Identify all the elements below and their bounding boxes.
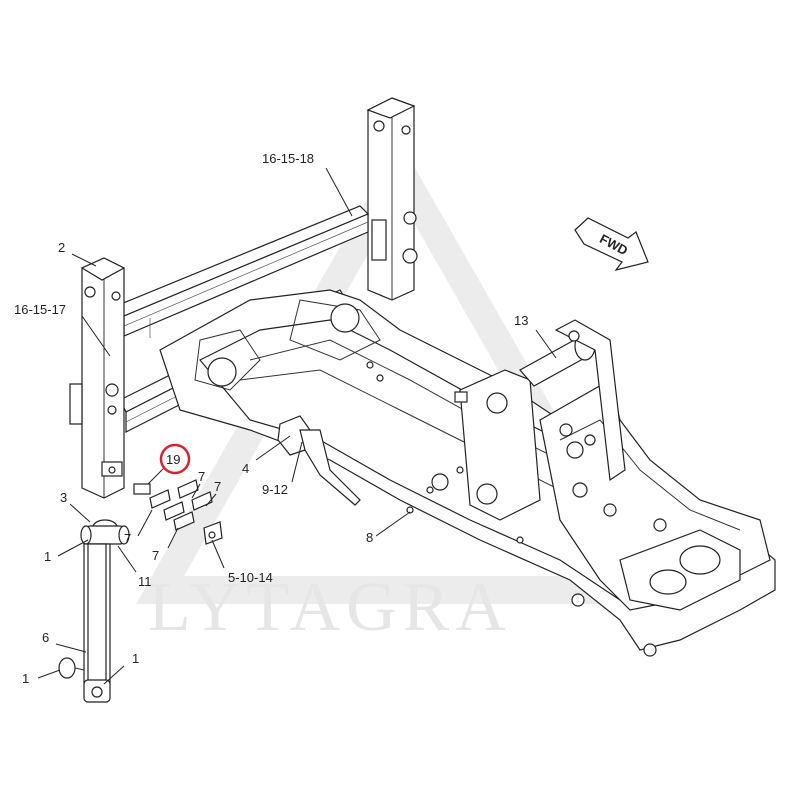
- callout-7-a: 7: [198, 469, 205, 484]
- callout-9-12: 9-12: [262, 482, 288, 497]
- highlight-ring-19: [159, 443, 191, 475]
- callout-6: 6: [42, 630, 49, 645]
- center-bracket: [431, 319, 626, 521]
- watermark-text: LYTAGRA: [148, 569, 512, 646]
- bracket-4: [277, 415, 361, 506]
- callout-7-d: 7: [152, 548, 159, 563]
- callout-5-10-14: 5-10-14: [228, 570, 273, 585]
- callout-7-c: 7: [124, 531, 131, 546]
- callout-19: 19: [166, 452, 180, 467]
- callout-8: 8: [366, 530, 373, 545]
- callout-3: 3: [60, 490, 67, 505]
- callout-1-b: 1: [132, 651, 139, 666]
- callout-16-15-18: 16-15-18: [262, 151, 314, 166]
- callout-1-a: 1: [44, 549, 51, 564]
- right-upright-post: [366, 97, 418, 301]
- callout-13: 13: [514, 313, 528, 328]
- callout-11: 11: [138, 574, 152, 589]
- callout-1-c: 1: [22, 671, 29, 686]
- callout-labels: 16-15-18 2 16-15-17 13 19 4 9-12 7 7 7 7…: [14, 151, 528, 686]
- left-upright-post: [69, 257, 126, 499]
- cylinder-assembly: [58, 519, 130, 703]
- fwd-direction-arrow: FWD: [574, 217, 649, 271]
- callout-4: 4: [242, 461, 249, 476]
- leader-lines: [37, 167, 557, 685]
- callout-16-15-17: 16-15-17: [14, 302, 66, 317]
- hardware-shims: [133, 479, 223, 545]
- callout-2: 2: [58, 240, 65, 255]
- callout-7-b: 7: [214, 479, 221, 494]
